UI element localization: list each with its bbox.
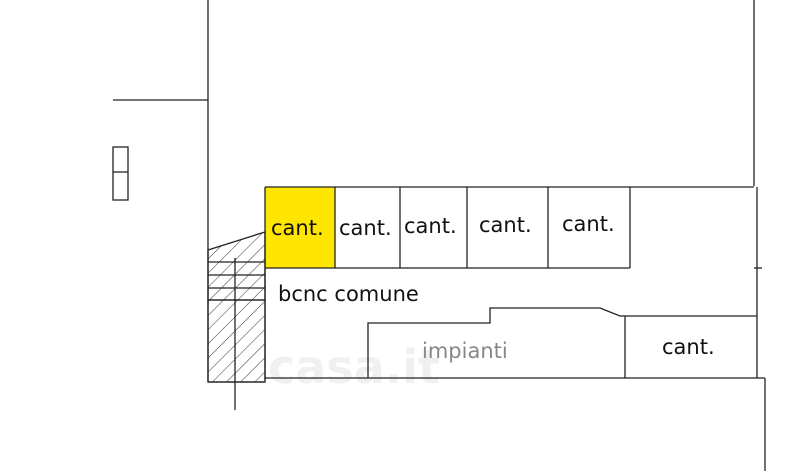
stair-hatch [207,299,266,383]
storage-unit-label: cant. [339,216,392,240]
plant-room-label: impianti [422,339,508,363]
storage-unit-label: cant. [404,214,457,238]
storage-unit-label: cant. [479,213,532,237]
storage-unit-label: cant. [562,212,615,236]
highlighted-storage-unit [265,187,335,268]
storage-unit-label: cant. [271,216,324,240]
corridor-label: bcnc comune [278,282,419,306]
watermark: casa.it [268,340,440,394]
storage-unit-label: cant. [662,335,715,359]
